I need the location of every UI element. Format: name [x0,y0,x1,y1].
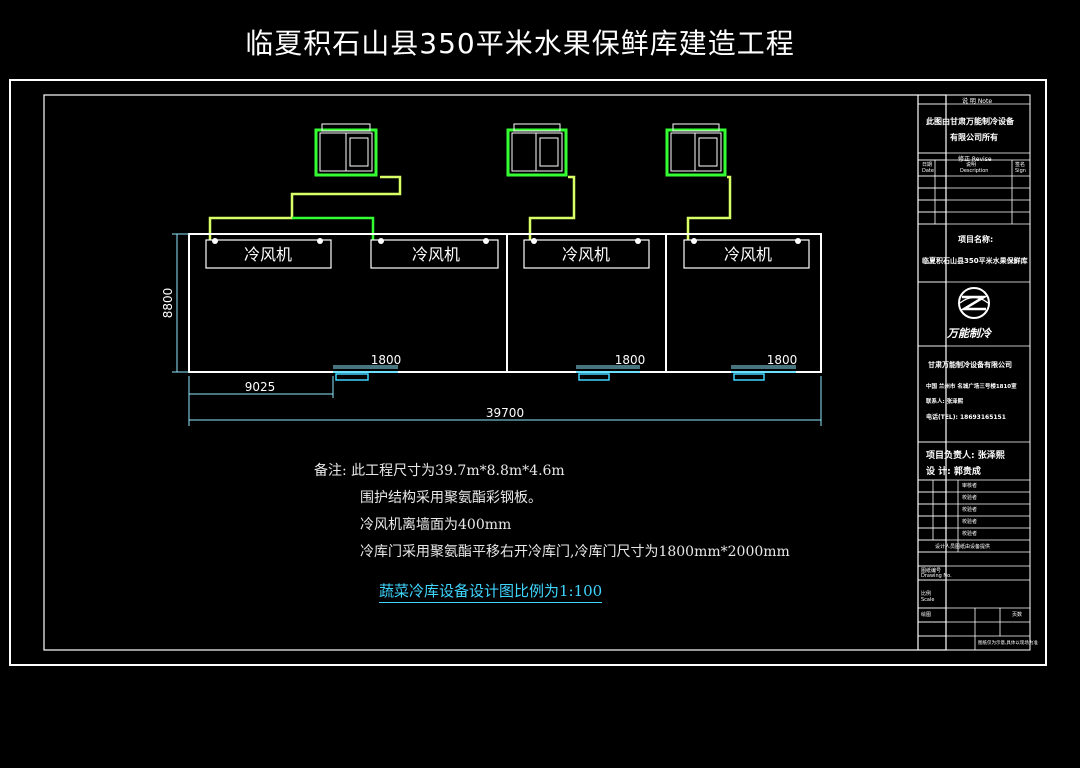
outer-frame [9,79,1047,666]
note-line-1: 备注: 此工程尺寸为39.7m*8.8m*4.6m [314,463,565,479]
tb-note-header: 说 明 Note [962,98,993,105]
evaporator-4: 冷风机 [683,238,810,269]
tb-scale-en: Scale [921,597,935,603]
tb-rev-col1-en: Date [922,168,934,174]
tb-rev-col3-en: Sign [1015,168,1026,174]
tb-rev-col1: 日期 [922,162,933,168]
evaporator-3: 冷风机 [523,238,650,269]
note-line-2: 围护结构采用聚氨酯彩钢板。 [360,490,542,506]
tb-designer: 设 计: 郭贵成 [926,467,981,477]
tb-drawing-no-en: Drawing No. [921,573,952,579]
tb-rev-col2-en: Description [960,168,989,174]
title-block-right-edge [917,94,1031,651]
tb-sign-row: 校验者 [962,495,978,501]
dim-offset: 9025 [245,380,276,394]
inner-frame [43,94,947,651]
tb-drawing-no-label: 图纸编号 [921,568,942,574]
page-title: 临夏积石山县350平米水果保鲜库建造工程 [245,27,795,60]
door-1 [333,367,398,381]
notes-label: 备注: [314,463,347,479]
dim-door-1: 1800 [371,353,402,367]
condensing-unit-3 [665,123,727,177]
condensing-unit-1 [314,123,378,177]
evaporator-1: 冷风机 [205,238,332,269]
tb-footer: 图纸仅为示意,具体以现场为准 [978,641,1038,646]
condensing-unit-2 [506,123,568,177]
dim-height: 8800 [161,288,175,319]
tb-rev-col2: 说明 [966,162,977,168]
evaporator-label: 冷风机 [562,245,610,264]
notes-block: 备注: 此工程尺寸为39.7m*8.8m*4.6m 围护结构采用聚氨酯彩钢板。 … [314,458,790,566]
tb-draw-label: 绘图 [921,612,932,618]
door-3 [731,367,796,381]
tb-logo-text: 万能制冷 [947,327,991,340]
dim-door-3: 1800 [767,353,798,367]
note-line-3: 冷风机离墙面为400mm [360,517,512,533]
note-line-4: 冷库门采用聚氨酯平移右开冷库门,冷库门尺寸为1800mm*2000mm [360,544,790,560]
tb-project-name: 临夏积石山县350平米水果保鲜库 [922,257,1028,265]
tb-sheet-label: 页数 [1012,612,1023,618]
pipes [208,175,732,240]
tb-sign-row: 校验者 [962,519,978,525]
tb-revision-header: 修正 Revise [958,156,992,163]
door-2 [576,367,640,381]
cold-room-wall [188,233,822,373]
tb-sign-note: 设计人员图纸由设备提供 [935,544,991,550]
tb-sign-row: 校验者 [962,507,978,513]
tb-contact: 联系人: 张泽熙 [926,399,964,405]
tb-scale-label: 比例 [921,591,932,597]
evaporator-label: 冷风机 [412,245,460,264]
dim-door-2: 1800 [615,353,646,367]
tb-rev-col3: 签名 [1015,162,1026,168]
tb-project-label: 项目名称: [958,235,994,244]
tb-address: 中国 兰州市 名城广场三号楼1810室 [926,384,1017,390]
tb-sign-row: 校验者 [962,531,978,537]
tb-owner-line1: 此图由甘肃万能制冷设备 [926,117,1014,126]
tb-manager: 项目负责人: 张泽熙 [926,451,1005,461]
evaporator-label: 冷风机 [724,245,772,264]
tb-owner-line2: 有限公司所有 [950,133,998,142]
tb-sign-row: 审核者 [962,483,978,489]
company-logo-icon [958,287,990,319]
evaporator-2: 冷风机 [370,238,499,269]
evaporator-label: 冷风机 [244,245,292,264]
dim-total: 39700 [486,406,524,420]
tb-company: 甘肃万能制冷设备有限公司 [928,361,1012,369]
tb-phone: 电话(TEL): 18693165151 [926,414,1006,421]
scale-note: 蔬菜冷库设备设计图比例为1:100 [379,580,603,603]
dimensions [172,233,822,426]
